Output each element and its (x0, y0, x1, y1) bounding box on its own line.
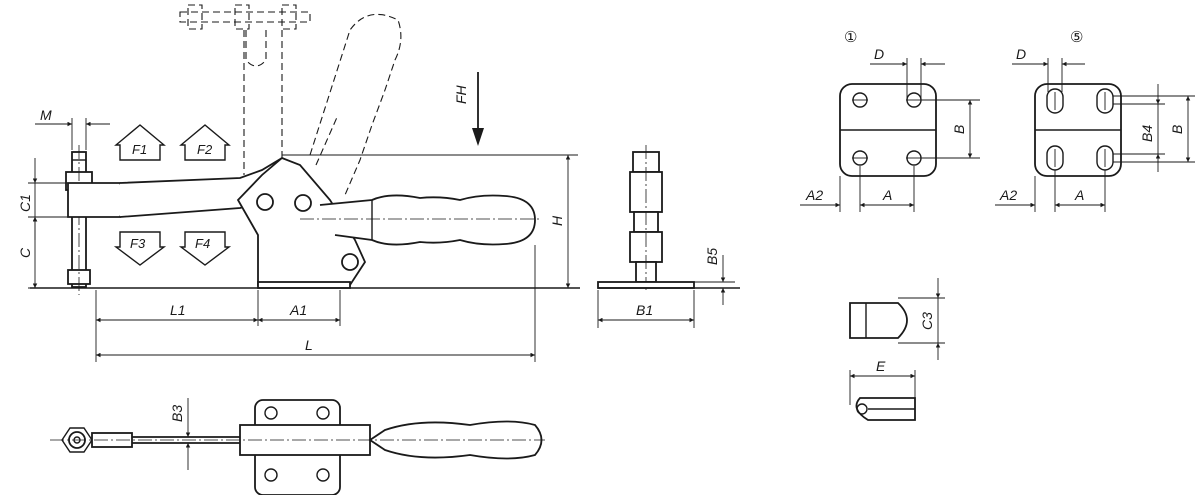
force-arrow-f3 (113, 231, 167, 266)
variant-5-marker: ⑤ (1070, 29, 1083, 46)
label-c3: C3 (919, 312, 935, 330)
label-f3: F3 (130, 236, 146, 251)
variant-1-marker: ① (844, 29, 857, 46)
clamp-side-view (30, 4, 580, 295)
label-l: L (305, 337, 313, 353)
label-c1: C1 (17, 194, 33, 212)
label-f2: F2 (197, 142, 213, 157)
label-f1: F1 (132, 142, 147, 157)
force-arrow-f1 (114, 124, 166, 161)
clamp-front-view: B5 B1 (597, 145, 740, 328)
label-d-5: D (1016, 46, 1026, 62)
label-c: C (17, 247, 33, 258)
dimension-h: H (282, 154, 578, 288)
holding-force-arrow: FH (453, 72, 484, 146)
label-a1: A1 (289, 302, 307, 318)
dimension-l-l1-a1: L1 A1 L (95, 245, 536, 362)
label-b4: B4 (1139, 125, 1155, 142)
force-arrow-f2 (179, 124, 231, 161)
clamp-arm (67, 182, 126, 218)
label-a-5: A (1074, 187, 1084, 203)
label-l1: L1 (170, 302, 186, 318)
label-m: M (40, 107, 52, 123)
label-b5: B5 (704, 248, 720, 265)
open-position-ghost (179, 4, 402, 196)
label-d-1: D (874, 46, 884, 62)
clamp-top-view: B3 (50, 398, 545, 495)
handle (319, 194, 536, 246)
clamp-tip-detail: C3 E (849, 278, 945, 421)
label-f4: F4 (195, 236, 210, 251)
label-a2-1: A2 (805, 187, 823, 203)
label-b-1: B (951, 125, 967, 134)
label-b-5: B (1169, 125, 1185, 134)
label-fh: FH (453, 84, 469, 104)
dimension-m: M (35, 107, 110, 150)
base-plate-variant-1: ① D B A2 A (800, 29, 980, 212)
force-arrows: F1 F2 F3 F4 (113, 124, 232, 266)
label-h: H (549, 215, 565, 226)
label-b1: B1 (636, 302, 653, 318)
label-a-1: A (882, 187, 892, 203)
label-a2-5: A2 (999, 187, 1017, 203)
base-plate-variant-5: ⑤ D B4 B A2 A (995, 29, 1195, 212)
spindle (65, 145, 93, 295)
base-bracket (236, 156, 367, 286)
label-b3: B3 (169, 405, 185, 422)
force-arrow-f4 (178, 231, 232, 266)
label-e: E (876, 358, 886, 374)
dimension-c1-c: C1 C (17, 158, 68, 289)
